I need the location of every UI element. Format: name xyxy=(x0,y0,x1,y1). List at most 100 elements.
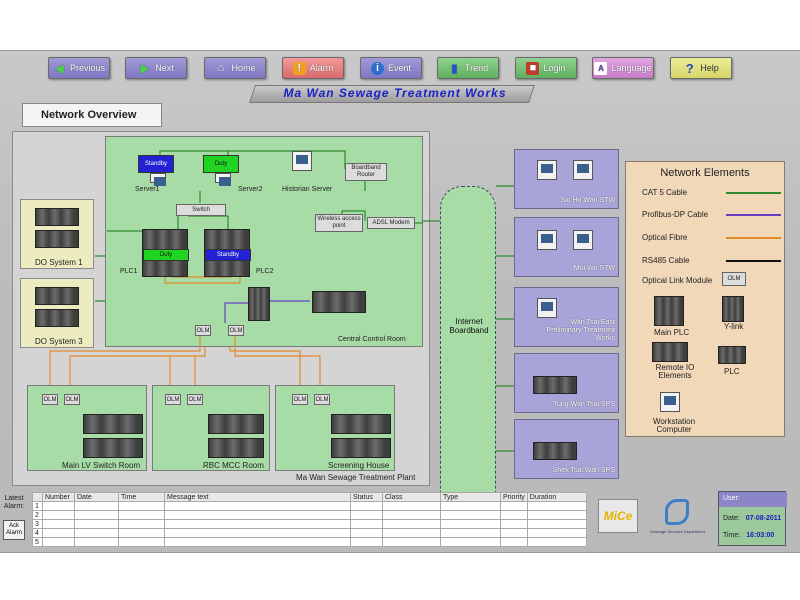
home-button[interactable]: ⌂ Home xyxy=(204,57,266,79)
duty-server[interactable]: Duty xyxy=(203,155,239,173)
dsd-emblem-icon xyxy=(665,499,689,525)
site-label: Shek Tsai Wan SPS xyxy=(552,467,615,474)
table-row[interactable]: 5 xyxy=(32,537,588,547)
internet-label: Internet Boardband xyxy=(449,317,489,335)
internet-broadband-cloud[interactable]: Internet Boardband xyxy=(440,186,496,521)
historian-server-label: Historian Server xyxy=(282,186,333,193)
workstation-icon xyxy=(573,230,593,250)
legend-rs485-label: RS485 Cable xyxy=(642,256,690,265)
alarm-table-header: Number Date Time Message text Status Cla… xyxy=(32,492,588,502)
remote-io-rack[interactable] xyxy=(312,291,366,313)
screening-house[interactable]: OLM OLM Screening House xyxy=(275,385,395,471)
help-label: Help xyxy=(700,63,719,73)
latest-alarm-label: Latest Alarm: xyxy=(3,495,25,510)
user-row: User: xyxy=(719,492,787,507)
main-lv-switch-room[interactable]: OLM OLM Main LV Switch Room xyxy=(27,385,147,471)
main-plc-icon xyxy=(654,296,684,326)
network-switch[interactable]: Switch xyxy=(176,204,226,216)
alarm-table[interactable]: Number Date Time Message text Status Cla… xyxy=(32,492,588,547)
question-icon: ? xyxy=(685,60,694,76)
site-wan-tsai-east[interactable]: Wan Tsai East Preliminary Treatment Work… xyxy=(514,287,619,347)
legend-rs485-line xyxy=(726,260,781,262)
olm-label: OLM xyxy=(188,396,202,403)
do-system-1-label: DO System 1 xyxy=(35,258,83,267)
help-button[interactable]: ? Help xyxy=(670,57,732,79)
do-system-1-panel[interactable]: DO System 1 xyxy=(20,199,94,269)
house-icon: ⌂ xyxy=(217,62,225,74)
standby-server-label: Standby xyxy=(144,161,168,167)
plc-rack-icon xyxy=(533,376,577,394)
next-button[interactable]: ▶Next xyxy=(125,57,187,79)
site-label: Tung Wan Tsai SPS xyxy=(553,401,615,408)
site-label: Wan Tsai East Preliminary Treatment Work… xyxy=(546,319,615,342)
plant-name-label: Ma Wan Sewage Treatment Plant xyxy=(296,473,416,482)
home-label: Home xyxy=(231,63,256,73)
broadband-router[interactable]: Boardband Router xyxy=(345,163,387,181)
warning-icon: ! xyxy=(292,61,306,75)
wireless-label: Wireless access point xyxy=(317,216,361,229)
legend-remote-io-label: Remote IO Elements xyxy=(655,363,695,380)
keyboard-icon xyxy=(150,173,166,186)
olm-label: OLM xyxy=(315,396,329,403)
site-shek-tsai-wan[interactable]: Shek Tsai Wan SPS xyxy=(514,419,619,479)
legend-cat5-line xyxy=(726,192,781,194)
rbc-mcc-label: RBC MCC Room xyxy=(203,461,264,470)
plc-rack-icon xyxy=(208,414,264,434)
info-icon: i xyxy=(370,61,384,75)
user-label: User: xyxy=(723,495,740,502)
legend-profibus-line xyxy=(726,214,781,216)
site-mui-wo[interactable]: Mui Wo STW xyxy=(514,217,619,277)
legend-optical-label: Optical Fibre xyxy=(642,233,688,242)
do-system-3-panel[interactable]: DO System 3 xyxy=(20,278,94,348)
plc2-state: Standby xyxy=(205,249,251,261)
historian-server-icon[interactable] xyxy=(292,151,312,171)
trend-button[interactable]: ▮Trend xyxy=(437,57,499,79)
language-label: Language xyxy=(611,63,652,73)
remote-io-icon xyxy=(652,342,688,362)
page-title: Ma Wan Sewage Treatment Works xyxy=(283,86,507,100)
workstation-icon xyxy=(537,298,557,318)
workstation-icon xyxy=(660,392,680,412)
legend-title: Network Elements xyxy=(660,167,750,179)
legend-plc-label: PLC xyxy=(724,367,740,376)
y-link-rack[interactable] xyxy=(248,287,270,321)
rbc-mcc-room[interactable]: OLM OLM RBC MCC Room xyxy=(152,385,270,471)
alarm-button[interactable]: !Alarm xyxy=(282,57,344,79)
duty-server-label: Duty xyxy=(214,161,228,167)
server1-label: Server1 xyxy=(135,186,160,193)
status-box: User: Date:07-08-2011 Time:16:03:00 xyxy=(718,491,787,546)
legend-olm-label: Optical Link Module xyxy=(642,276,713,285)
date-value: 07-08-2011 xyxy=(745,515,782,522)
ack-alarm-button[interactable]: Ack Alarm xyxy=(3,520,25,540)
previous-label: Previous xyxy=(69,63,105,73)
olm-module: OLM xyxy=(64,394,80,405)
legend-workstation-label: Workstation Computer xyxy=(652,417,696,434)
time-row: Time:16:03:00 xyxy=(723,532,774,539)
plc-rack-icon xyxy=(331,414,391,434)
event-label: Event xyxy=(387,63,411,73)
router-label: Boardband Router xyxy=(351,165,381,178)
site-tung-wan-tsai[interactable]: Tung Wan Tsai SPS xyxy=(514,353,619,413)
olm-module[interactable]: OLM xyxy=(195,325,211,336)
olm-module[interactable]: OLM xyxy=(228,325,244,336)
olm-label: OLM xyxy=(166,396,180,403)
workstation-icon xyxy=(537,160,557,180)
previous-button[interactable]: ◀Previous xyxy=(48,57,110,79)
next-label: Next xyxy=(155,63,174,73)
wireless-access-point[interactable]: Wireless access point xyxy=(315,214,363,232)
network-elements-legend: Network Elements CAT 5 Cable Profibus-DP… xyxy=(625,161,785,437)
olm-module: OLM xyxy=(187,394,203,405)
view-title: Network Overview xyxy=(22,103,162,127)
plc2-label: PLC2 xyxy=(256,268,274,275)
date-row: Date:07-08-2011 xyxy=(723,515,781,522)
plc-rack-icon xyxy=(35,208,79,226)
server2-label: Server2 xyxy=(238,186,263,193)
site-siu-ho-wan[interactable]: Siu Ho Wan STW xyxy=(514,149,619,209)
plc1-label: PLC1 xyxy=(120,268,138,275)
keyboard-icon xyxy=(215,173,231,186)
adsl-modem[interactable]: ADSL Modem xyxy=(367,217,415,229)
login-button[interactable]: ■Login xyxy=(515,57,577,79)
standby-server[interactable]: Standby xyxy=(138,155,174,173)
